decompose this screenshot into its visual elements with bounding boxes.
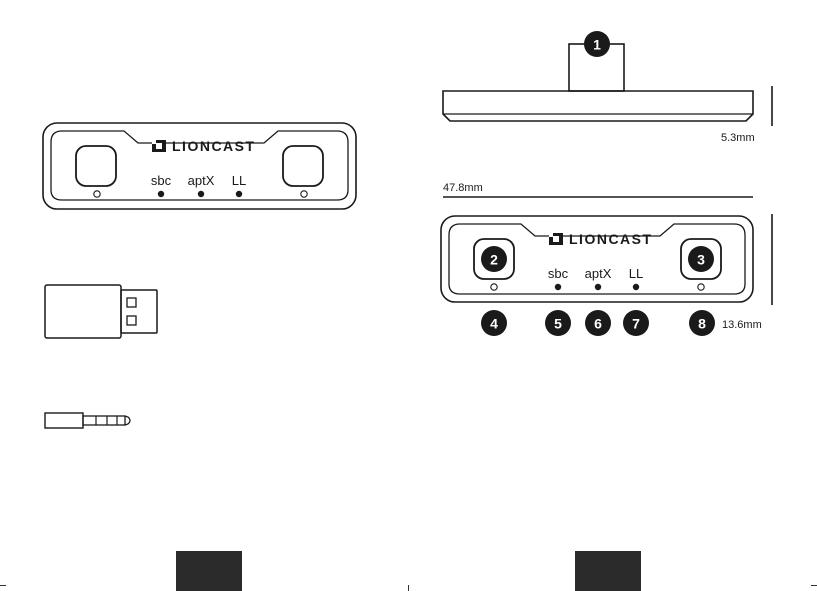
left-device-button-right[interactable]: [283, 146, 323, 186]
thickness-dimension-label: 5.3mm: [721, 132, 755, 144]
left-device-indicator-right: [301, 191, 307, 197]
left-mode-led-sbc: [158, 191, 164, 197]
right-mode-label-aptx: aptX: [585, 266, 612, 281]
left-device-indicator-left: [94, 191, 100, 197]
right-lioncast-logo-icon: [549, 233, 563, 245]
left-mode-led-aptx: [198, 191, 204, 197]
right-mode-led-sbc: [555, 284, 561, 290]
right-logo-text: LIONCAST: [569, 231, 653, 247]
top-view-device: [443, 44, 772, 126]
crop-mark-bottom-center: [408, 585, 409, 591]
callout-7-label: 7: [632, 316, 640, 332]
left-mode-led-ll: [236, 191, 242, 197]
right-device-indicator-right: [698, 284, 704, 290]
right-mode-label-ll: LL: [629, 266, 643, 281]
audio-jack-icon: [45, 413, 130, 428]
right-mode-led-ll: [633, 284, 639, 290]
right-page-number-block: [575, 551, 641, 591]
right-device-front-view: LIONCAST 2 3 sbc aptX LL: [441, 214, 772, 305]
top-view-body: [443, 91, 753, 121]
crop-mark-bottom-left: [0, 585, 6, 586]
left-lioncast-logo-icon: [152, 140, 166, 152]
callout-6-label: 6: [594, 316, 602, 332]
callout-3-label: 3: [697, 252, 705, 268]
left-mode-label-ll: LL: [232, 173, 246, 188]
right-device-indicator-left: [491, 284, 497, 290]
crop-mark-bottom-right: [811, 585, 817, 586]
callout-8-label: 8: [698, 316, 706, 332]
callout-1-label: 1: [593, 37, 601, 53]
callout-4-label: 4: [490, 316, 498, 332]
left-mode-label-aptx: aptX: [188, 173, 215, 188]
callout-5-label: 5: [554, 316, 562, 332]
usb-adapter-icon: [45, 285, 157, 338]
height-dimension-label: 13.6mm: [722, 319, 762, 331]
left-mode-label-sbc: sbc: [151, 173, 172, 188]
left-page-number-block: [176, 551, 242, 591]
left-device-button-left[interactable]: [76, 146, 116, 186]
callout-2-label: 2: [490, 252, 498, 268]
right-mode-label-sbc: sbc: [548, 266, 569, 281]
left-device-front-view: LIONCAST sbc aptX LL: [43, 123, 356, 209]
width-dimension-label: 47.8mm: [443, 182, 483, 194]
left-logo-text: LIONCAST: [172, 138, 256, 154]
right-mode-led-aptx: [595, 284, 601, 290]
